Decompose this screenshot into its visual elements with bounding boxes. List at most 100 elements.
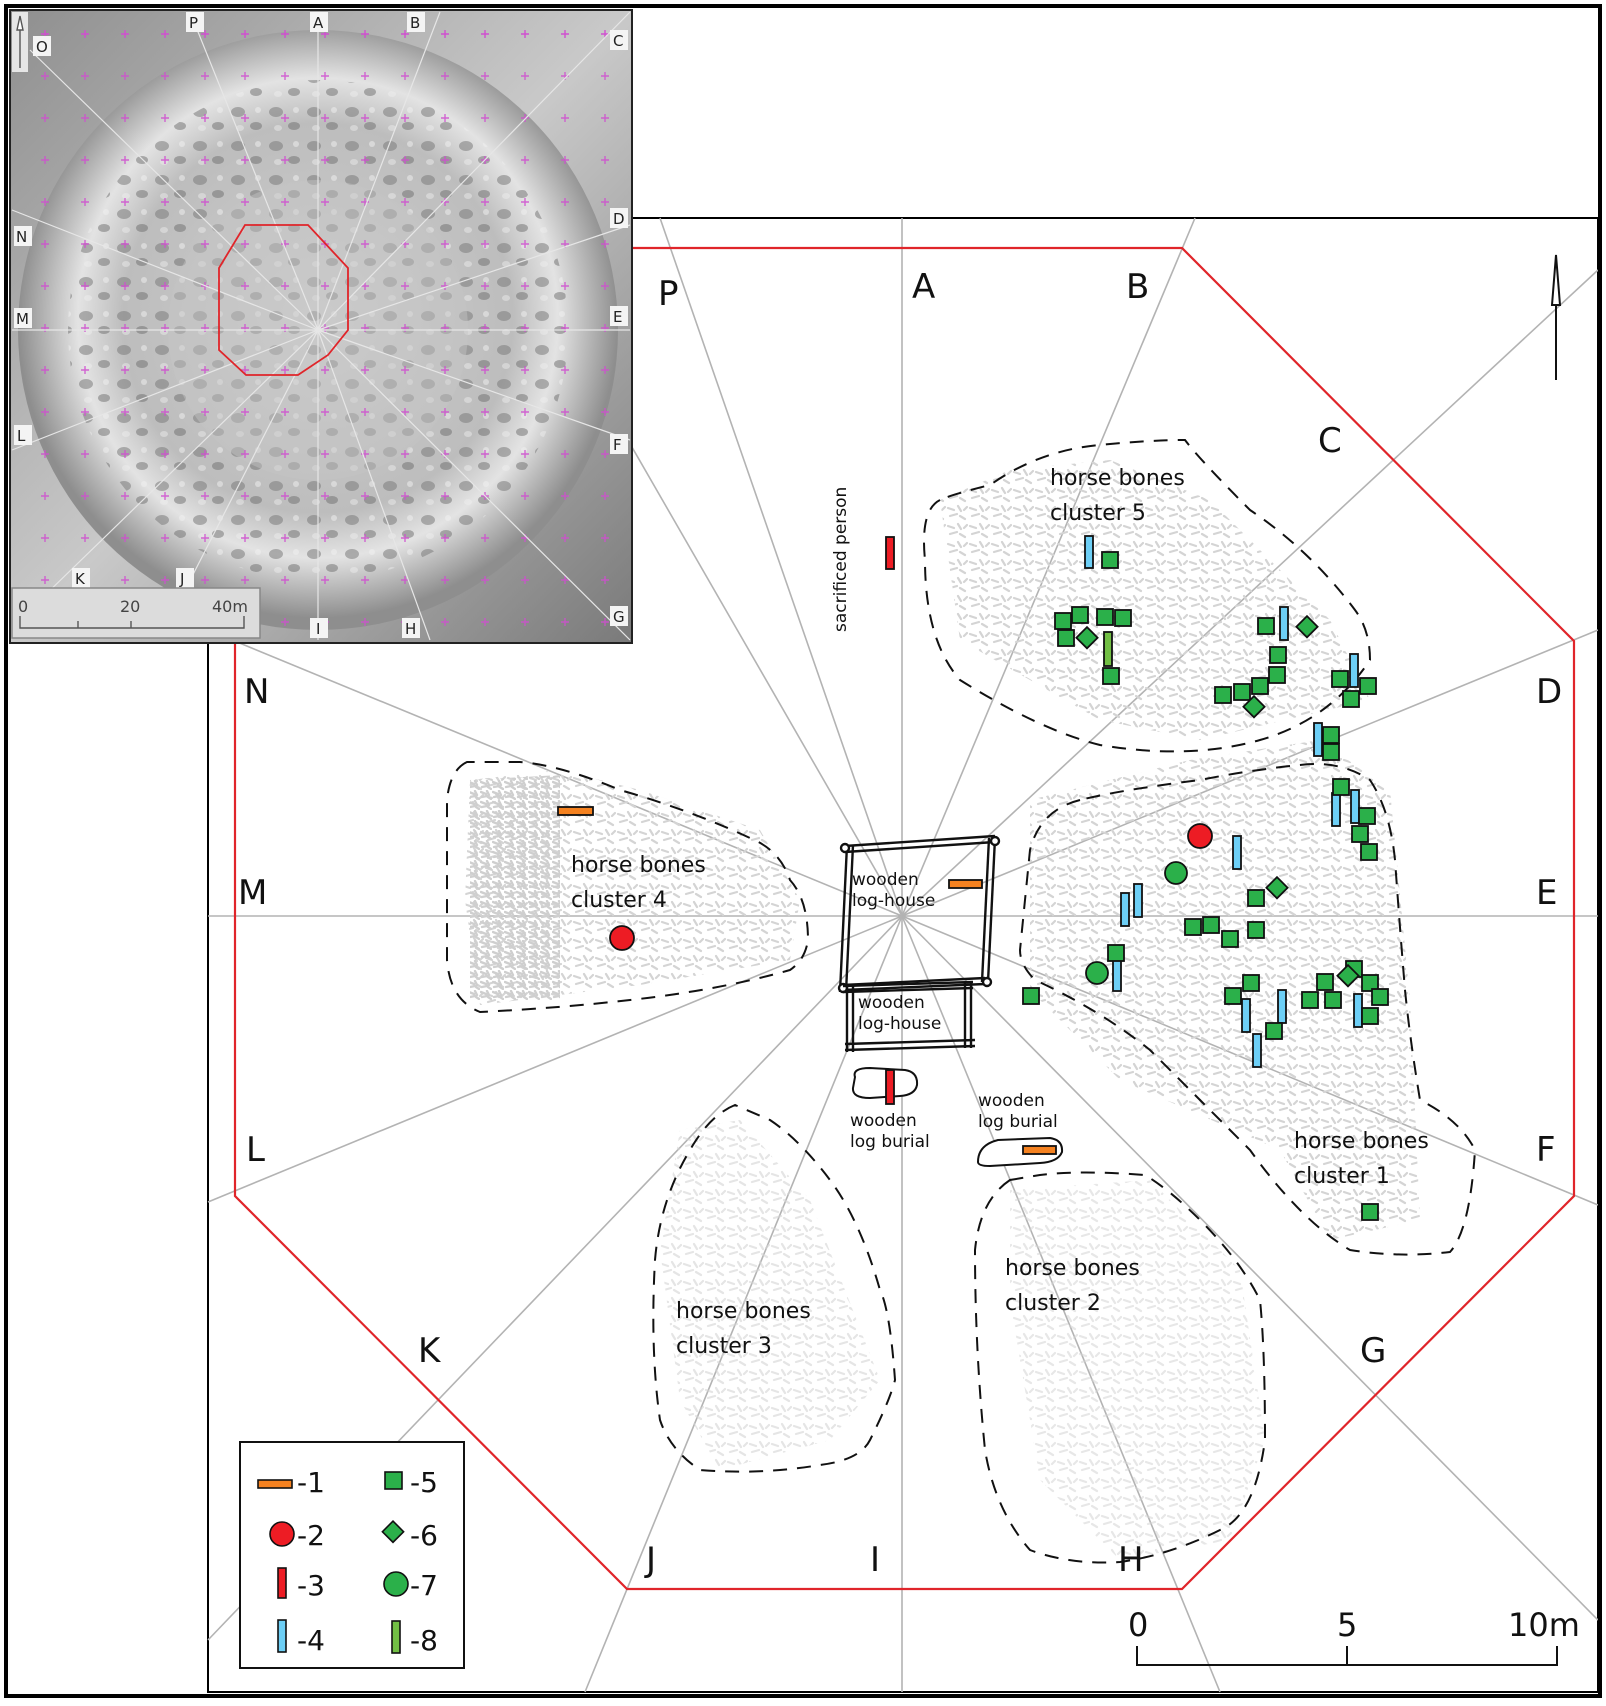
sector-label-B: B bbox=[1126, 267, 1149, 307]
svg-text:L: L bbox=[17, 427, 26, 445]
marker-type6-group bbox=[1075, 614, 1360, 988]
log-house-1-label-line1: wooden bbox=[852, 870, 919, 890]
inset-label-I: I bbox=[310, 618, 328, 638]
legend-symbol-7 bbox=[383, 1571, 409, 1597]
svg-text:C: C bbox=[613, 32, 623, 50]
log-burial-2-label-line1: wooden bbox=[978, 1091, 1045, 1111]
svg-text:P: P bbox=[189, 14, 198, 32]
marker-type3 bbox=[885, 536, 895, 570]
inset-label-K: K bbox=[72, 568, 90, 588]
svg-text:D: D bbox=[613, 210, 625, 228]
legend: -1 -2 -3 -4 -5 -6 -7 -8 bbox=[239, 1441, 465, 1669]
log-burial-2-outline bbox=[976, 1136, 1064, 1168]
scale-tick-5: 5 bbox=[1337, 1606, 1357, 1644]
sector-label-H: H bbox=[1118, 1540, 1144, 1580]
inset-label-A: A bbox=[310, 12, 328, 32]
svg-text:G: G bbox=[613, 608, 625, 626]
log-house-1-label-line2: log-house bbox=[852, 891, 935, 911]
plan-sector-labels: P A B C D E F G H I J K L M N bbox=[238, 267, 1562, 1580]
svg-text:A: A bbox=[313, 14, 324, 32]
cluster-4-outline bbox=[446, 761, 810, 1014]
marker-type8 bbox=[1103, 631, 1113, 667]
inset-label-G: G bbox=[610, 606, 628, 626]
svg-text:N: N bbox=[16, 228, 27, 246]
plan-scale-bar: 0 5 10m bbox=[1128, 1606, 1580, 1666]
cluster-1-label-line1: horse bones bbox=[1294, 1129, 1429, 1154]
svg-text:M: M bbox=[16, 310, 29, 328]
feature-labels: wooden log-house wooden log-house wooden… bbox=[831, 487, 1058, 1152]
inset-label-O: O bbox=[33, 36, 51, 56]
inset-label-E: E bbox=[610, 306, 628, 326]
sector-label-K: K bbox=[418, 1331, 442, 1371]
svg-text:B: B bbox=[410, 14, 420, 32]
inset-label-J: J bbox=[176, 568, 194, 588]
inset-octagon bbox=[218, 224, 349, 376]
marker-type2 bbox=[1187, 823, 1213, 849]
marker-type3 bbox=[885, 1069, 895, 1105]
svg-text:H: H bbox=[405, 620, 416, 638]
cluster-labels: horse bones cluster 5 horse bones cluste… bbox=[571, 466, 1429, 1359]
cluster-3-label-line2: cluster 3 bbox=[676, 1334, 772, 1359]
sector-label-A: A bbox=[912, 267, 935, 307]
scale-tick-10m: 10m bbox=[1508, 1606, 1580, 1644]
legend-symbol-6 bbox=[381, 1519, 405, 1544]
inset-scale-tick-0: 0 bbox=[18, 597, 28, 616]
legend-symbol-8 bbox=[391, 1620, 401, 1654]
marker-type4-group bbox=[1084, 535, 1363, 1068]
svg-text:I: I bbox=[316, 620, 320, 638]
svg-text:E: E bbox=[613, 308, 622, 326]
log-house-2-label-line2: log-house bbox=[858, 1014, 941, 1034]
marker-type1 bbox=[557, 806, 594, 816]
legend-label-6: -6 bbox=[410, 1519, 438, 1552]
sector-label-G: G bbox=[1360, 1331, 1386, 1371]
cluster-3-outline bbox=[652, 1103, 897, 1473]
log-house-upper bbox=[837, 834, 1001, 994]
legend-symbol-3 bbox=[277, 1567, 287, 1599]
sector-label-F: F bbox=[1536, 1130, 1556, 1170]
sector-label-P: P bbox=[658, 274, 679, 314]
inset-scale-tick-40m: 40m bbox=[212, 597, 248, 616]
cluster-5-outline bbox=[923, 438, 1372, 753]
legend-label-8: -8 bbox=[410, 1624, 438, 1657]
inset-label-B: B bbox=[407, 12, 425, 32]
marker-type7 bbox=[1164, 861, 1188, 885]
legend-symbol-1 bbox=[257, 1479, 293, 1489]
cluster-2-label-line1: horse bones bbox=[1005, 1256, 1140, 1281]
inset-relief-map: P A B C D E F G H I J K L M N O 0 bbox=[9, 9, 633, 644]
log-burial-1-outline bbox=[851, 1066, 919, 1100]
sector-label-J: J bbox=[644, 1540, 656, 1580]
marker-type1 bbox=[948, 879, 983, 889]
svg-text:K: K bbox=[75, 570, 86, 588]
cluster-1-label-line2: cluster 1 bbox=[1294, 1164, 1390, 1189]
sector-label-M: M bbox=[238, 873, 267, 913]
svg-text:J: J bbox=[179, 570, 184, 588]
inset-grid-crosses bbox=[41, 30, 609, 38]
cluster-4-label-line1: horse bones bbox=[571, 853, 706, 878]
legend-symbol-5 bbox=[384, 1471, 403, 1490]
inset-label-L: L bbox=[14, 425, 32, 445]
sector-label-D: D bbox=[1536, 672, 1562, 712]
log-burial-1-label-line2: log burial bbox=[850, 1132, 930, 1152]
find-markers bbox=[557, 535, 1389, 1221]
inset-label-C: C bbox=[610, 30, 628, 50]
scale-tick-0: 0 bbox=[1128, 1606, 1148, 1644]
cluster-2-outline bbox=[973, 1171, 1267, 1564]
log-house-lower bbox=[842, 980, 976, 1052]
sector-label-I: I bbox=[870, 1540, 880, 1580]
svg-text:O: O bbox=[36, 38, 48, 56]
marker-type5-group bbox=[1022, 551, 1389, 1221]
inset-scale-tick-20: 20 bbox=[120, 597, 140, 616]
legend-label-3: -3 bbox=[297, 1569, 325, 1602]
excavation-octagon bbox=[233, 246, 1576, 1591]
figure-border bbox=[4, 4, 1602, 1698]
sacrificed-person-label: sacrificed person bbox=[831, 487, 851, 632]
inset-north-arrow-icon bbox=[12, 12, 28, 72]
log-houses bbox=[837, 834, 1001, 1052]
legend-label-2: -2 bbox=[297, 1519, 325, 1552]
legend-symbol-2 bbox=[269, 1521, 295, 1547]
log-burial-2-label-line2: log burial bbox=[978, 1112, 1058, 1132]
legend-label-4: -4 bbox=[297, 1624, 325, 1657]
legend-label-7: -7 bbox=[410, 1569, 438, 1602]
